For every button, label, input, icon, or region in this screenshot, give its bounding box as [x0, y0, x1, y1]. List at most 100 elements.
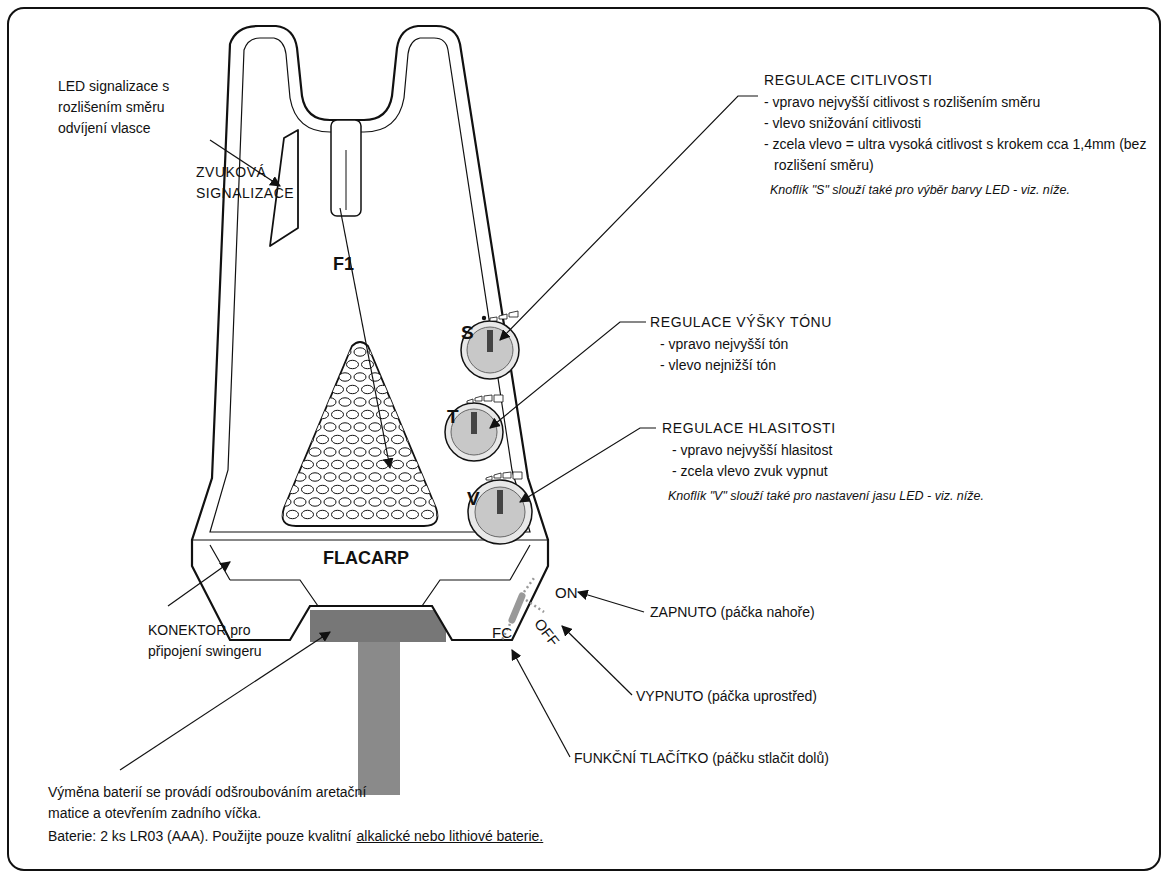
grille-hole [369, 398, 381, 406]
grille-hole [309, 498, 321, 506]
grille-hole [287, 360, 299, 368]
italic-note: Knoflík "S" slouží také pro výběr barvy … [770, 180, 1160, 201]
grille-hole [369, 348, 381, 356]
grille-hole [339, 448, 351, 456]
grille-hole [279, 448, 291, 456]
grille-hole [347, 435, 359, 443]
slot-line [346, 150, 347, 210]
grille-hole [407, 485, 419, 493]
grille-hole [317, 385, 329, 393]
grille-hole [294, 448, 306, 456]
grille-hole [332, 460, 344, 468]
grille-hole [414, 423, 426, 431]
grille-hole [294, 423, 306, 431]
grille-hole [429, 498, 441, 506]
grille-hole [407, 435, 419, 443]
battery-note: Výměna baterií se provádí odšroubováním … [48, 782, 378, 824]
grille-hole [317, 410, 329, 418]
grille-hole [309, 398, 321, 406]
grille-hole [279, 498, 291, 506]
section-heading: REGULACE HLASITOSTI [662, 418, 836, 439]
grille-hole [287, 485, 299, 493]
grille-hole [347, 485, 359, 493]
grille-hole [362, 510, 374, 518]
grille-hole [302, 435, 314, 443]
grille-hole [302, 410, 314, 418]
stem [358, 640, 400, 795]
grille-hole [264, 448, 276, 456]
note-line: - vlevo snižování citlivosti [764, 113, 1154, 134]
grille-hole [392, 385, 404, 393]
grille-hole [444, 473, 456, 481]
grille-hole [279, 373, 291, 381]
grille-hole [272, 510, 284, 518]
grille-hole [302, 385, 314, 393]
knob-letter: V [467, 488, 480, 509]
grille-hole [317, 460, 329, 468]
grille-hole [272, 410, 284, 418]
grille-hole [444, 498, 456, 506]
grille-hole [369, 373, 381, 381]
grille-hole [362, 485, 374, 493]
grille-hole [414, 448, 426, 456]
grille-hole [369, 473, 381, 481]
grille-hole [429, 473, 441, 481]
grille-hole [384, 473, 396, 481]
grille-hole [392, 460, 404, 468]
grille-hole [377, 360, 389, 368]
callout-label: FUNKČNÍ TLAČÍTKO (páčku stlačit dolů) [574, 748, 829, 769]
note-line: - zcela vlevo zvuk vypnut [672, 461, 828, 482]
grille-hole [414, 473, 426, 481]
grille-hole [324, 498, 336, 506]
grille-hole [407, 410, 419, 418]
base-nut [310, 610, 446, 642]
grille-hole [399, 373, 411, 381]
grille-hole [377, 510, 389, 518]
grille-hole [302, 360, 314, 368]
grille-hole [324, 348, 336, 356]
grille-hole [287, 510, 299, 518]
grille-hole [339, 473, 351, 481]
grille-hole [392, 485, 404, 493]
grille-hole [347, 460, 359, 468]
knob-letter: S [461, 322, 474, 343]
grille-hole [407, 460, 419, 468]
grille-hole [332, 385, 344, 393]
callout-label: VYPNUTO (páčka uprostřed) [636, 686, 817, 707]
brand-name: FLACARP [323, 548, 409, 569]
flange [192, 540, 548, 606]
grille-hole [294, 473, 306, 481]
grille-hole [392, 410, 404, 418]
grille-hole [444, 348, 456, 356]
grille-hole [279, 348, 291, 356]
grille-hole [377, 435, 389, 443]
note-line: - vpravo nejvyšší hlasitost [672, 440, 832, 461]
grille-hole [377, 460, 389, 468]
note-line: - vlevo nejnižší tón [660, 355, 776, 376]
grille-hole [332, 410, 344, 418]
grille-hole [399, 348, 411, 356]
grille-hole [452, 485, 464, 493]
grille-hole [399, 448, 411, 456]
grille-hole [324, 423, 336, 431]
grille-hole [332, 485, 344, 493]
grille-hole [272, 485, 284, 493]
grille-hole [309, 448, 321, 456]
italic-note: Knoflík "V" slouží také pro nastavení ja… [668, 486, 1088, 507]
grille-hole [354, 448, 366, 456]
grille-hole [332, 435, 344, 443]
grille-hole [264, 498, 276, 506]
grille-hole [414, 398, 426, 406]
grille-hole [362, 410, 374, 418]
grille-hole [422, 435, 434, 443]
grille-hole [407, 385, 419, 393]
model-name: F1 [333, 254, 354, 275]
grille-hole [384, 423, 396, 431]
grille-hole [264, 398, 276, 406]
grille-hole [354, 348, 366, 356]
callout-label: LED signalizace s rozlišením směru odvíj… [58, 76, 170, 139]
grille-hole [452, 460, 464, 468]
grille-hole [429, 423, 441, 431]
grille-hole [407, 360, 419, 368]
grille-hole [264, 423, 276, 431]
